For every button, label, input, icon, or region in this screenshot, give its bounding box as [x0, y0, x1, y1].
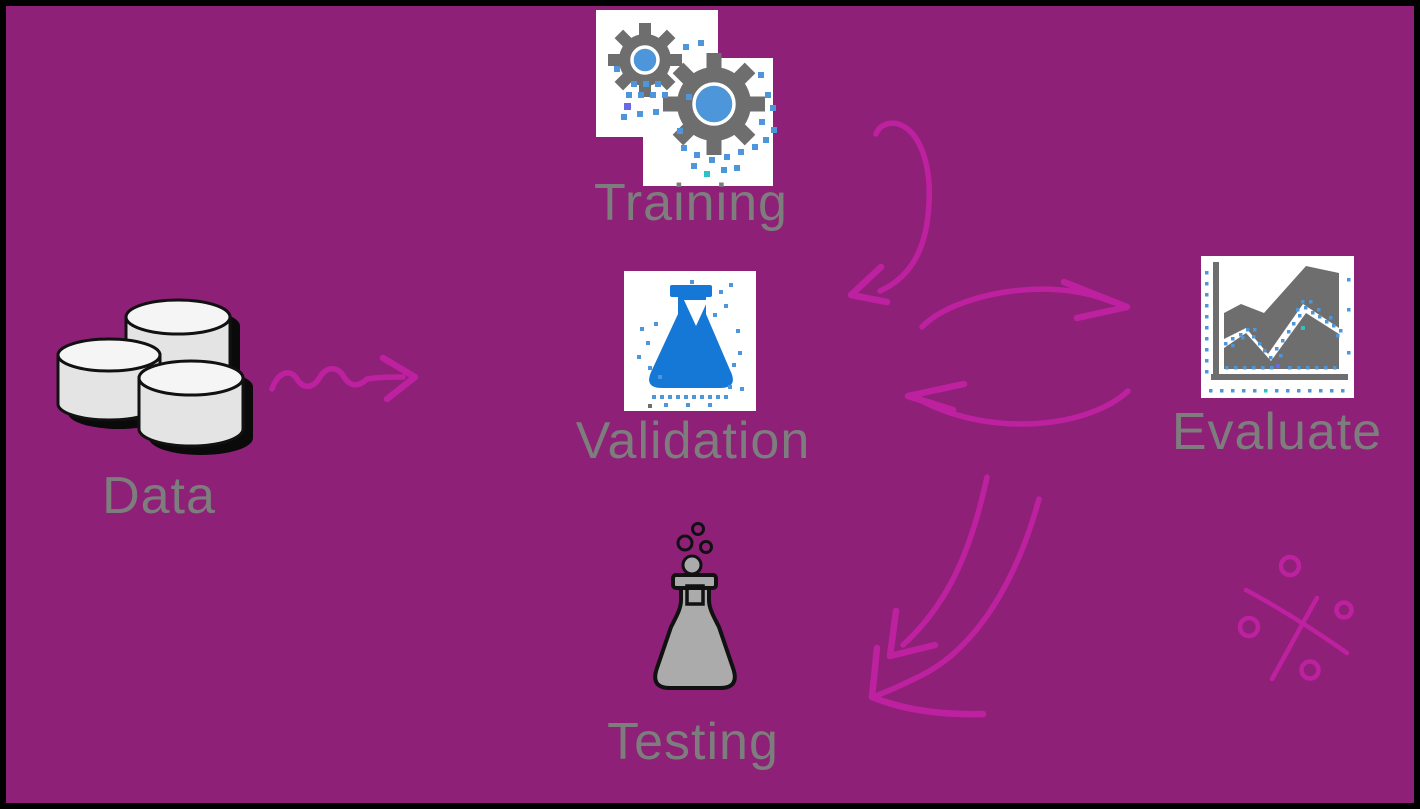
validation-evaluate-cycle-bottom [904, 380, 1131, 427]
pixel-dots [637, 280, 744, 408]
validation-label: Validation [575, 412, 811, 470]
database-cylinders-icon [56, 298, 253, 455]
pixel-dots [614, 40, 777, 177]
testing-label: Testing [607, 713, 779, 771]
bubbling-flask-icon [653, 522, 737, 690]
evaluate-label: Evaluate [1171, 403, 1383, 461]
data-label: Data [102, 467, 216, 525]
validation-evaluate-cycle-top [919, 278, 1131, 330]
evaluate-to-testing-arrow-inner [886, 474, 990, 660]
pixel-dots [1205, 271, 1351, 393]
training-label: Training [594, 174, 788, 232]
crossed-x-doodle [1237, 554, 1354, 682]
training-to-validation-arrow [847, 120, 932, 306]
data-to-validation-arrow [269, 354, 419, 403]
area-chart-icon [1201, 256, 1354, 398]
gears-icon [596, 10, 777, 186]
evaluate-to-testing-arrow-outer [868, 496, 1042, 718]
blue-flask-icon [624, 271, 756, 411]
cylinder-front [137, 359, 245, 448]
cylinder-left [56, 337, 162, 422]
